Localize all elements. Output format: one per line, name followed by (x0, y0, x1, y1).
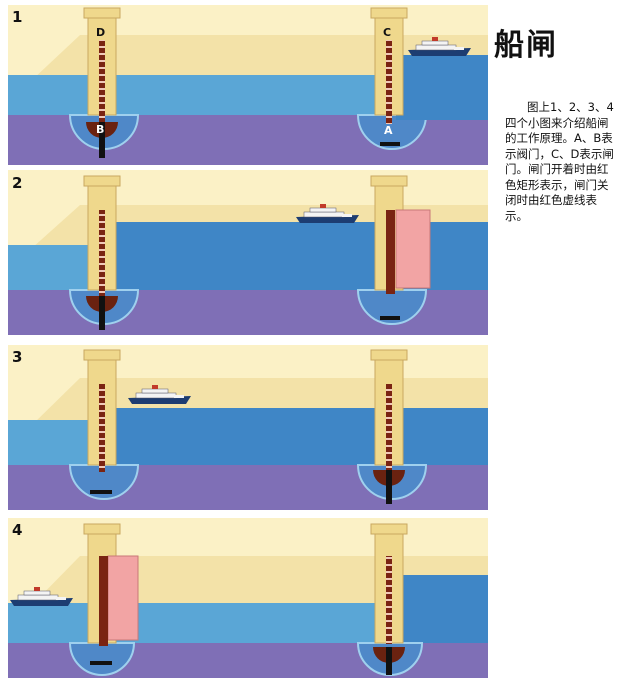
panel-1 (8, 5, 488, 165)
panel-number-1: 1 (12, 8, 22, 26)
valve-label-b: B (96, 123, 104, 136)
ship-lock-diagram: 1 D C B A 2 (8, 5, 488, 678)
page-title: 船闸 (494, 28, 558, 63)
panel-number-3: 3 (12, 348, 22, 366)
description-text: 图上1、2、3、4四个小图来介绍船闸的工作原理。A、B表示阀门，C、D表示闸门。… (505, 100, 614, 223)
panel-4 (8, 518, 488, 678)
panel-number-4: 4 (12, 521, 22, 539)
panel-number-2: 2 (12, 174, 22, 192)
valve-label-a: A (384, 124, 393, 137)
gate-label-d: D (96, 26, 105, 39)
gate-label-c: C (383, 26, 391, 39)
panel-2 (8, 170, 488, 335)
panel-3 (8, 345, 488, 510)
